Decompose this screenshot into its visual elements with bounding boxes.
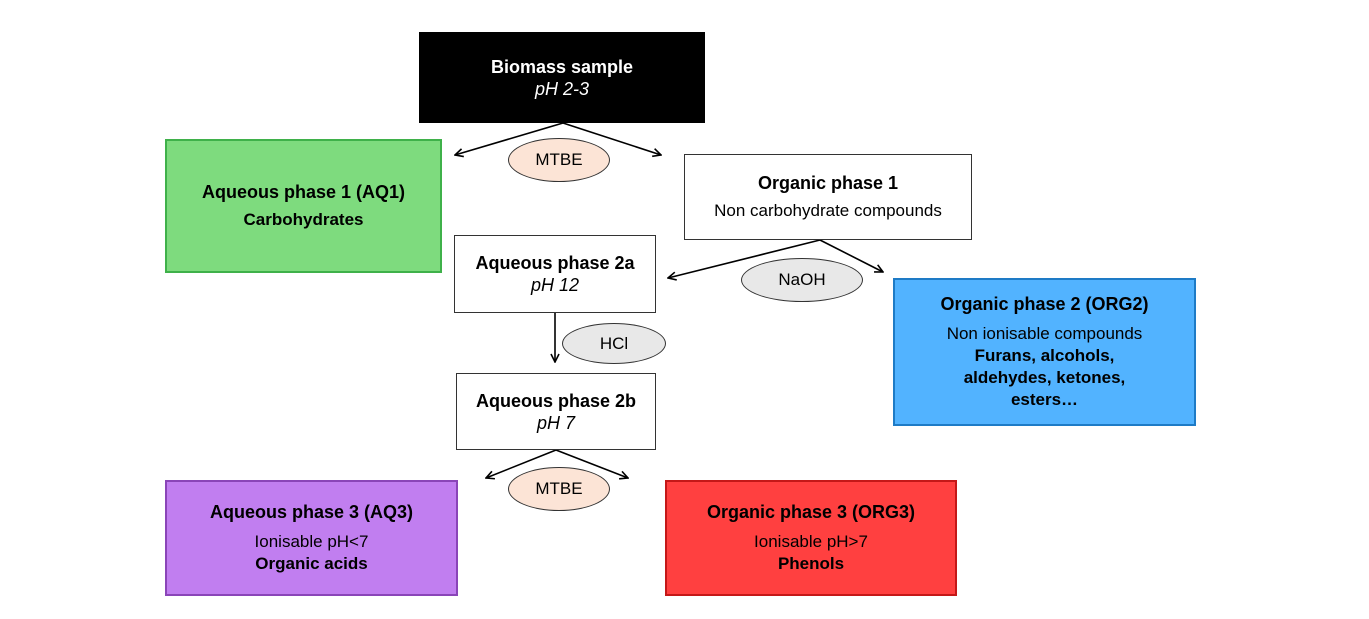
arrow-org1-to-aq2a <box>668 239 821 278</box>
node-title: Organic phase 3 (ORG3) <box>706 502 916 522</box>
node-aq1: Aqueous phase 1 (AQ1) Carbohydrates <box>165 139 442 273</box>
node-title: Aqueous phase 1 (AQ1) <box>201 182 406 202</box>
node-detail: Non carbohydrate compounds <box>714 201 942 220</box>
node-title: Organic phase 1 <box>757 173 899 193</box>
arrow-org1-to-org2 <box>819 239 883 272</box>
node-title: Aqueous phase 2b <box>475 390 637 411</box>
node-biomass-sample: Biomass sample pH 2-3 <box>419 32 705 123</box>
node-ph: pH 2-3 <box>534 78 590 99</box>
reagent-mtbe-1: MTBE <box>508 138 610 182</box>
node-description: Non ionisable compounds <box>946 324 1143 343</box>
node-description: Ionisable pH<7 <box>254 532 369 551</box>
arrow-aq2b-to-aq3 <box>486 449 557 478</box>
node-aq3: Aqueous phase 3 (AQ3) Ionisable pH<7 Org… <box>165 480 458 596</box>
node-org2: Organic phase 2 (ORG2) Non ionisable com… <box>893 278 1196 426</box>
reagent-naoh: NaOH <box>741 258 863 302</box>
node-title: Aqueous phase 3 (AQ3) <box>209 502 414 522</box>
node-title: Organic phase 2 (ORG2) <box>940 294 1149 314</box>
arrow-biomass-to-org1 <box>562 122 661 155</box>
node-aq2b: Aqueous phase 2b pH 7 <box>456 373 656 450</box>
node-detail: Carbohydrates <box>243 210 364 229</box>
node-title: Biomass sample <box>490 56 634 77</box>
node-ph: pH 7 <box>536 412 576 433</box>
reagent-mtbe-2: MTBE <box>508 467 610 511</box>
node-detail: Furans, alcohols, aldehydes, ketones, es… <box>963 346 1126 409</box>
node-aq2a: Aqueous phase 2a pH 12 <box>454 235 656 313</box>
node-title: Aqueous phase 2a <box>475 253 635 273</box>
node-ph: pH 12 <box>530 275 580 295</box>
node-org1: Organic phase 1 Non carbohydrate compoun… <box>684 154 972 240</box>
node-org3: Organic phase 3 (ORG3) Ionisable pH>7 Ph… <box>665 480 957 596</box>
node-detail: Phenols <box>777 554 845 573</box>
arrow-aq2b-to-org3 <box>555 449 628 478</box>
node-description: Ionisable pH>7 <box>754 532 868 551</box>
reagent-hcl: HCl <box>562 323 666 364</box>
arrow-biomass-to-aq1 <box>455 122 564 155</box>
node-detail: Organic acids <box>255 554 368 573</box>
